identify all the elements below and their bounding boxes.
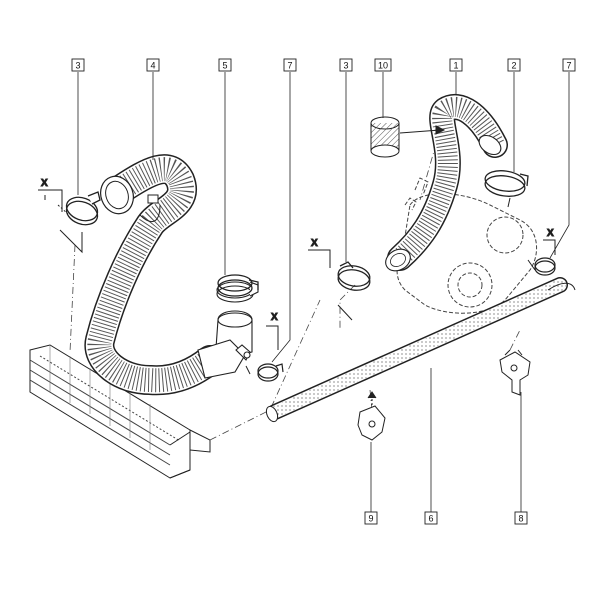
callout-3-right: 3 (339, 58, 353, 72)
clamp-2 (484, 170, 529, 197)
callout-9: 9 (364, 511, 378, 525)
callout-7-left: 7 (283, 58, 297, 72)
callout-label: 7 (566, 61, 571, 71)
callout-label: 6 (428, 514, 433, 524)
callout-1: 1 (449, 58, 463, 72)
section-mark-label: X (271, 312, 278, 323)
bracket-9 (357, 391, 386, 441)
clamp-5 (217, 274, 259, 297)
callout-5: 5 (218, 58, 232, 72)
spring-10 (370, 116, 400, 158)
section-mark-3: X (266, 312, 279, 350)
bracket-8 (499, 349, 531, 396)
intercooler (29, 344, 211, 479)
section-mark-4: X (527, 228, 556, 271)
callout-label: 7 (287, 61, 292, 71)
leader-lines (77, 72, 570, 512)
clamp-3-left (65, 191, 101, 226)
turbocharger (396, 177, 538, 314)
callout-label: 3 (343, 61, 348, 71)
callout-label: 10 (378, 61, 388, 71)
connector-5 (197, 281, 259, 379)
callout-6: 6 (424, 511, 438, 525)
callout-10: 10 (374, 58, 392, 72)
section-mark-2: X (308, 238, 353, 321)
callout-label: 3 (75, 61, 80, 71)
clamp-7-right (534, 257, 556, 276)
clamp-7-left (257, 363, 284, 382)
clamp-3-right (337, 261, 371, 291)
section-mark-label: X (311, 238, 318, 249)
center-lines (69, 129, 521, 441)
callout-label: 1 (453, 61, 458, 71)
callout-label: 5 (222, 61, 227, 71)
section-mark-label: X (547, 228, 554, 239)
callout-label: 2 (511, 61, 516, 71)
callout-label: 8 (518, 514, 523, 524)
hose-1 (385, 94, 508, 272)
callout-2: 2 (507, 58, 521, 72)
hose-4 (84, 154, 225, 396)
section-mark-label: X (41, 178, 48, 189)
callout-7-right: 7 (562, 58, 576, 72)
callout-8: 8 (514, 511, 528, 525)
callout-label: 9 (368, 514, 373, 524)
section-mark-1: X (38, 178, 83, 254)
assembly-arrows (245, 125, 511, 375)
callout-3-left: 3 (71, 58, 85, 72)
callout-label: 4 (150, 61, 155, 71)
callout-4: 4 (146, 58, 160, 72)
tube-6 (265, 277, 576, 423)
